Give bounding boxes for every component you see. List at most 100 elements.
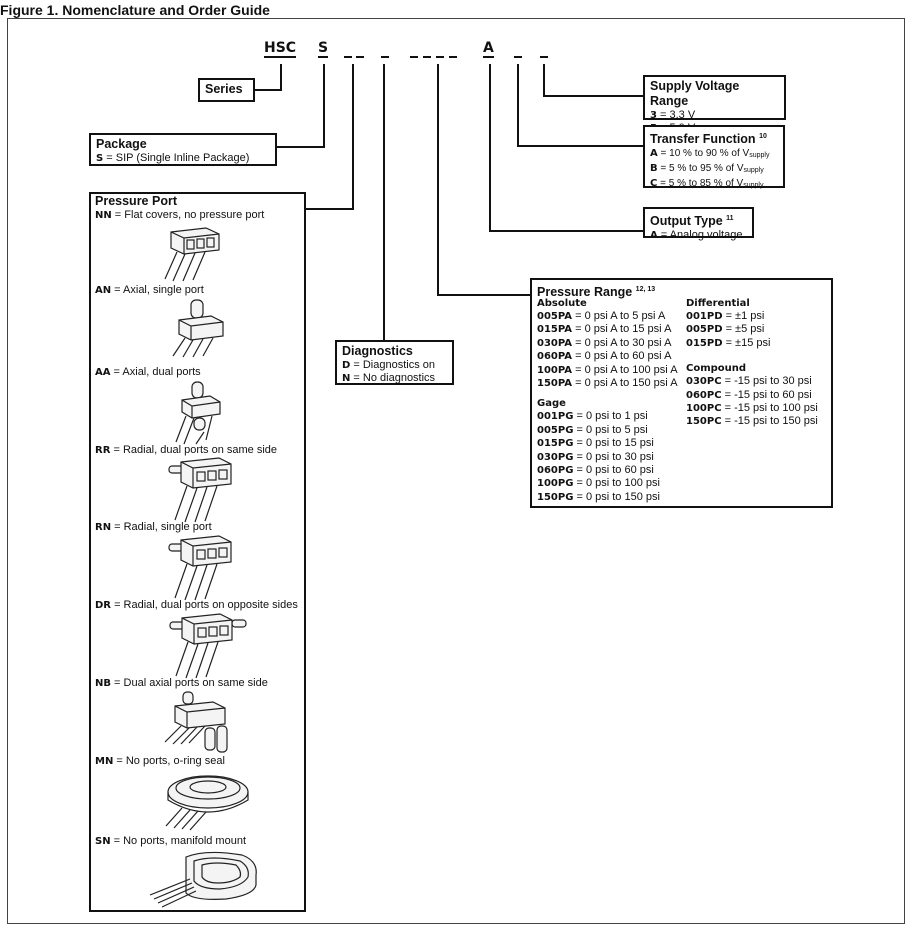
output-desc: = Analog voltage bbox=[657, 229, 743, 242]
transfer-desc: = 5 % to 95 % of V bbox=[657, 163, 744, 175]
port-option: NB = Dual axial ports on same side bbox=[95, 677, 268, 689]
package-code: S bbox=[96, 153, 104, 164]
code-blank bbox=[423, 56, 431, 58]
range-column-left: Absolute 005PA = 0 psi A to 5 psi A 015P… bbox=[537, 297, 678, 504]
port-option: DR = Radial, dual ports on opposite side… bbox=[95, 599, 298, 611]
port-option: RN = Radial, single port bbox=[95, 521, 212, 533]
connector-line bbox=[323, 64, 325, 148]
diag-code: N bbox=[342, 373, 351, 384]
supply-code: 3 bbox=[650, 110, 657, 121]
transfer-code: C bbox=[650, 178, 658, 190]
output-type-title: Output Type bbox=[650, 214, 723, 229]
footnote-ref: 12, 13 bbox=[635, 286, 656, 293]
range-row: 150PG = 0 psi to 150 psi bbox=[537, 490, 660, 503]
sip-radial-dual-opposite-image bbox=[169, 613, 247, 679]
diag-desc: = No diagnostics bbox=[350, 372, 436, 384]
sip-axial-single-image bbox=[172, 299, 224, 358]
connector-line bbox=[543, 95, 643, 97]
connector-line bbox=[517, 145, 643, 147]
connector-line bbox=[517, 64, 519, 147]
pressure-port-title: Pressure Port bbox=[95, 194, 177, 208]
range-row: 030PG = 0 psi to 30 psi bbox=[537, 450, 654, 463]
connector-line bbox=[437, 64, 439, 296]
range-row: 015PA = 0 psi A to 15 psi A bbox=[537, 323, 672, 336]
diag-desc: = Diagnostics on bbox=[350, 359, 435, 371]
sip-flat-cover-image bbox=[164, 227, 220, 282]
connector-line bbox=[543, 64, 545, 97]
connector-line bbox=[437, 294, 530, 296]
compound-heading: Compound bbox=[686, 363, 747, 375]
footnote-ref: 11 bbox=[726, 215, 734, 222]
port-option: NN = Flat covers, no pressure port bbox=[95, 209, 265, 221]
diag-code: D bbox=[342, 360, 351, 371]
output-code: A bbox=[650, 230, 658, 242]
package-title: Package bbox=[96, 137, 147, 151]
code-blank bbox=[436, 56, 444, 58]
port-option: RR = Radial, dual ports on same side bbox=[95, 444, 278, 456]
port-option: AA = Axial, dual ports bbox=[95, 366, 201, 378]
series-label: Series bbox=[205, 82, 243, 96]
transfer-code: B bbox=[650, 163, 658, 175]
connector-line bbox=[352, 64, 354, 210]
connector-line bbox=[489, 230, 643, 232]
transfer-function-title: Transfer Function bbox=[650, 132, 756, 147]
port-option: MN = No ports, o-ring seal bbox=[95, 755, 225, 767]
range-row: 100PA = 0 psi A to 100 psi A bbox=[537, 363, 678, 376]
package-desc: = SIP (Single Inline Package) bbox=[103, 152, 250, 164]
transfer-function-box: Transfer Function 10 A = 10 % to 90 % of… bbox=[643, 125, 785, 190]
code-blank bbox=[356, 56, 364, 58]
supply-voltage-box: Supply Voltage Range 3 = 3.3 V 5 = 5.0 V bbox=[643, 75, 786, 134]
series-box: Series bbox=[198, 78, 255, 102]
transfer-desc: = 5 % to 85 % of V bbox=[657, 178, 744, 190]
footnote-ref: 10 bbox=[759, 133, 767, 140]
gage-heading: Gage bbox=[537, 398, 566, 410]
sip-radial-dual-same-image bbox=[168, 457, 232, 523]
range-row: 060PG = 0 psi to 60 psi bbox=[537, 464, 654, 477]
connector-line bbox=[489, 64, 491, 232]
package-box: Package S = SIP (Single Inline Package) bbox=[89, 133, 277, 166]
absolute-heading: Absolute bbox=[537, 298, 587, 309]
code-package: S bbox=[318, 40, 329, 58]
range-row: 030PC = -15 psi to 30 psi bbox=[686, 375, 812, 388]
range-row: 015PD = ±15 psi bbox=[686, 336, 771, 349]
code-blank bbox=[344, 56, 352, 58]
transfer-desc: = 10 % to 90 % of V bbox=[657, 148, 750, 160]
connector-line bbox=[280, 64, 282, 91]
connector-line bbox=[254, 89, 282, 91]
sip-oring-seal-image bbox=[165, 775, 249, 831]
code-blank bbox=[540, 56, 548, 58]
port-option: AN = Axial, single port bbox=[95, 284, 204, 296]
supply-desc: = 3.3 V bbox=[656, 109, 696, 121]
differential-heading: Differential bbox=[686, 298, 750, 309]
range-row: 060PC = -15 psi to 60 psi bbox=[686, 388, 812, 401]
range-row: 005PD = ±5 psi bbox=[686, 323, 765, 336]
range-row: 150PC = -15 psi to 150 psi bbox=[686, 415, 818, 428]
code-output: A bbox=[483, 40, 494, 58]
code-blank bbox=[449, 56, 457, 58]
pressure-range-title: Pressure Range bbox=[537, 285, 633, 300]
sip-axial-dual-image bbox=[175, 381, 221, 445]
range-row: 001PD = ±1 psi bbox=[686, 310, 765, 322]
figure-frame bbox=[7, 18, 905, 924]
range-row: 030PA = 0 psi A to 30 psi A bbox=[537, 336, 672, 349]
transfer-sub: supply bbox=[743, 167, 764, 175]
code-blank bbox=[381, 56, 389, 58]
code-series: HSC bbox=[264, 40, 297, 58]
transfer-sub: supply bbox=[749, 152, 770, 160]
sip-radial-single-image bbox=[168, 535, 232, 601]
range-row: 005PA = 0 psi A to 5 psi A bbox=[537, 310, 666, 322]
code-blank bbox=[410, 56, 418, 58]
output-type-box: Output Type 11 A = Analog voltage bbox=[643, 207, 754, 242]
code-blank bbox=[514, 56, 522, 58]
pressure-range-box: Pressure Range 12, 13 Absolute 005PA = 0… bbox=[530, 278, 833, 508]
range-row: 060PA = 0 psi A to 60 psi A bbox=[537, 350, 672, 363]
connector-line bbox=[277, 146, 325, 148]
pressure-port-box: Pressure Port NN = Flat covers, no press… bbox=[89, 192, 306, 912]
sip-manifold-mount-image bbox=[149, 851, 257, 908]
range-row: 150PA = 0 psi A to 150 psi A bbox=[537, 377, 678, 390]
transfer-code: A bbox=[650, 148, 658, 160]
connector-line bbox=[306, 208, 354, 210]
range-row: 005PG = 0 psi to 5 psi bbox=[537, 423, 648, 436]
range-row: 015PG = 0 psi to 15 psi bbox=[537, 437, 654, 450]
transfer-sub: supply bbox=[743, 182, 764, 190]
